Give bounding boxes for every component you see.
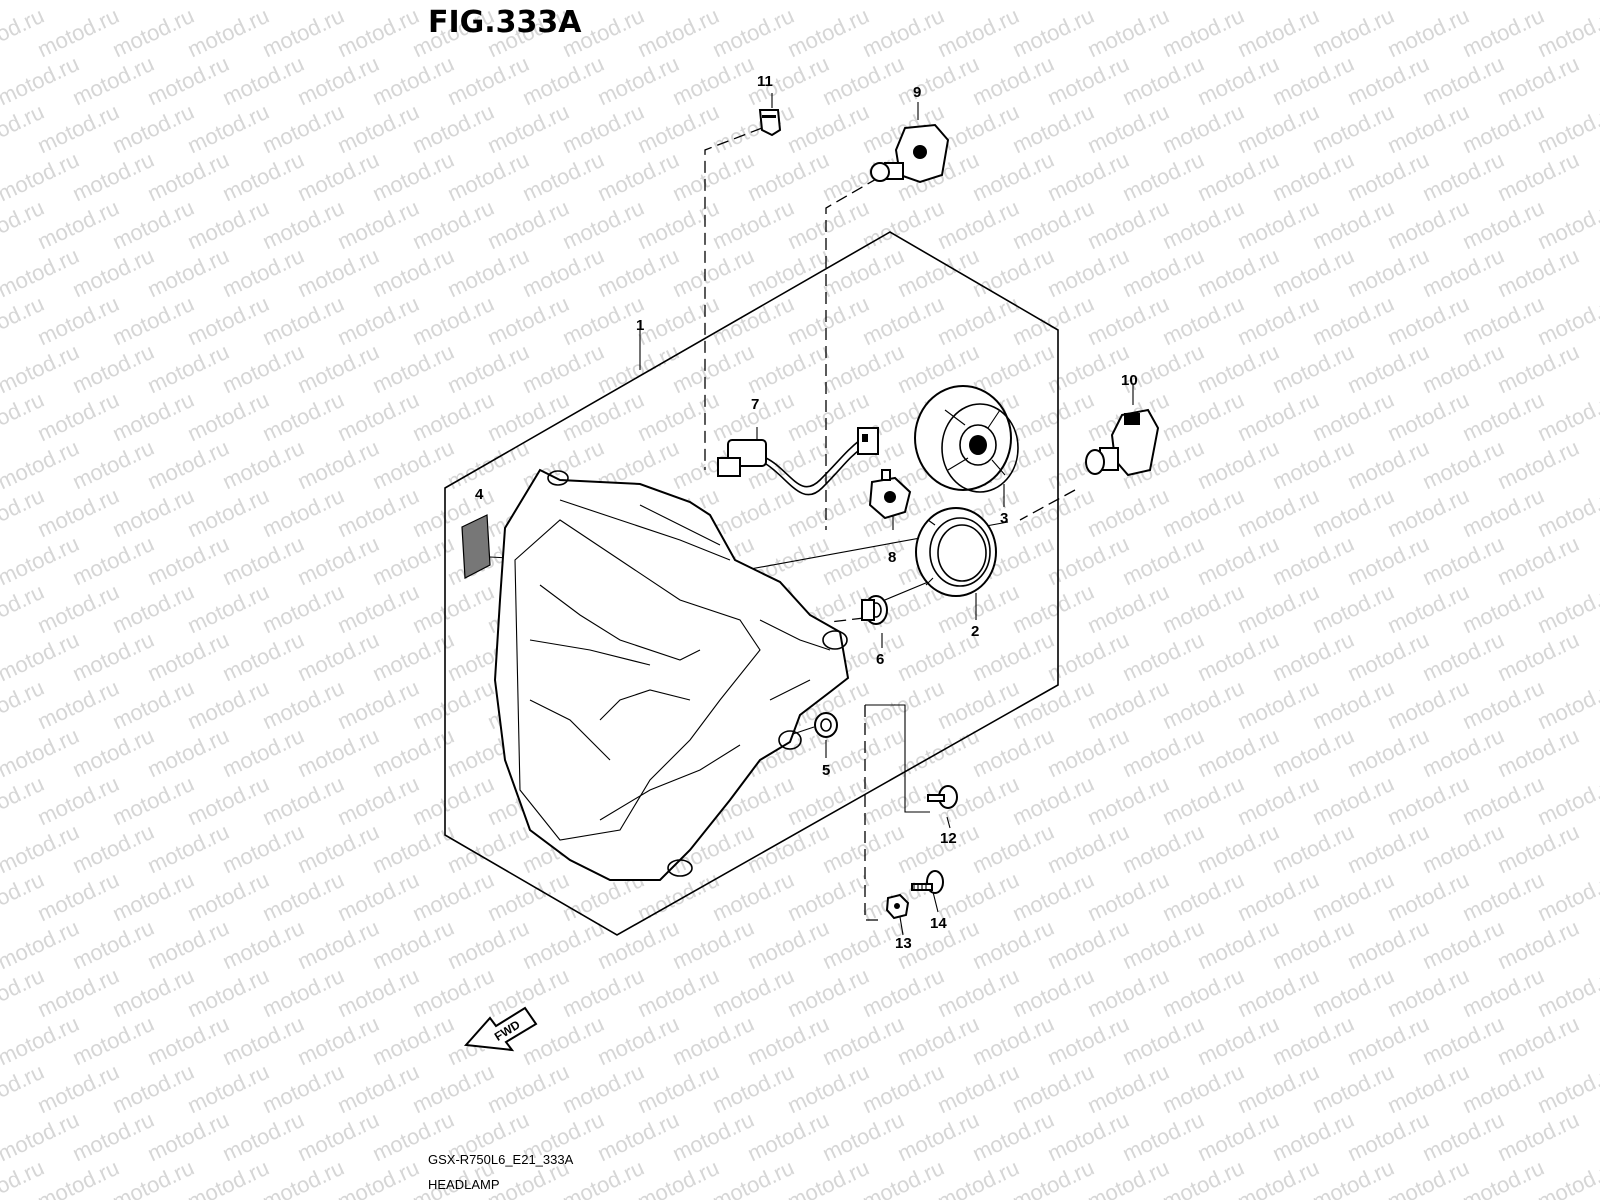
part-labels: 1 2 3 4 5 6 7 8 9 10 11 12 13 14 [475,73,1138,952]
seal-ring-2 [915,507,997,597]
label-part-11: 11 [757,73,773,90]
label-part-4: 4 [475,486,484,503]
socket-harness-7 [717,427,879,496]
forward-arrow: FWD [463,1006,538,1052]
high-beam-bulb [1085,408,1160,477]
screw-12 [927,785,958,809]
figure-name: HEADLAMP [428,1177,500,1192]
grommet-5 [814,712,838,738]
socket-8 [868,469,912,520]
reflector-sticker [461,514,491,579]
nut-13 [885,893,910,920]
label-part-14: 14 [930,915,947,932]
main-bulb-h7 [870,123,950,184]
headlamp-housing [493,468,850,881]
label-part-1: 1 [636,317,644,334]
figure-title: FIG.333A [428,5,582,40]
grommet-6 [861,595,888,625]
label-part-3: 3 [1000,510,1008,527]
label-part-7: 7 [751,396,759,413]
dust-cover-3 [914,385,1019,493]
label-part-5: 5 [822,762,830,779]
label-part-13: 13 [895,935,912,952]
label-part-9: 9 [913,84,921,101]
assembly-outline [444,231,1059,936]
label-part-12: 12 [940,830,957,847]
bolt-14 [911,870,944,894]
label-part-6: 6 [876,651,884,668]
position-bulb [758,109,782,137]
label-part-8: 8 [888,549,896,566]
label-part-10: 10 [1121,372,1138,389]
label-part-2: 2 [971,623,979,640]
figure-code: GSX-R750L6_E21_333A [428,1152,574,1167]
